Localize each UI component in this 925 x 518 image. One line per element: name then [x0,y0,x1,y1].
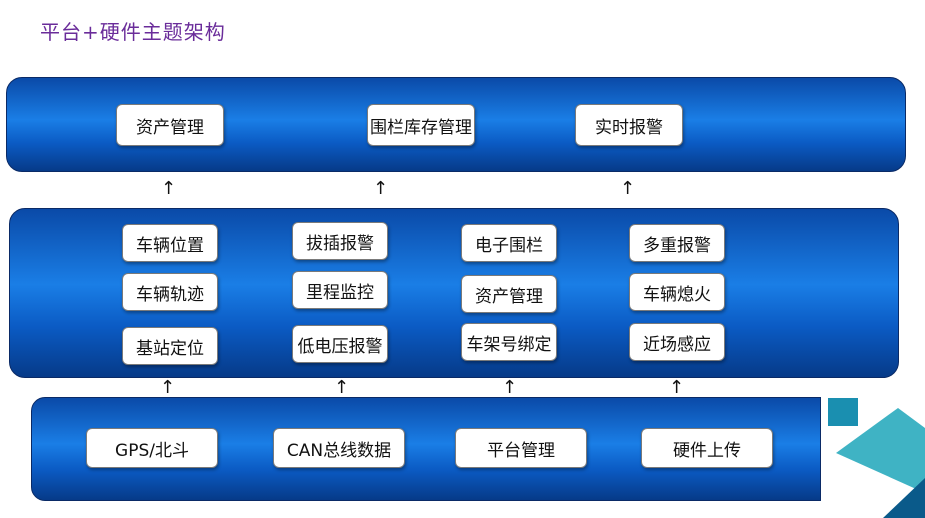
box-vin-binding: 车架号绑定 [461,323,557,361]
box-mileage-monitor: 里程监控 [292,271,388,309]
box-hardware-upload: 硬件上传 [641,428,773,468]
arrow-up: ↑ [334,377,350,398]
box-low-voltage-alarm: 低电压报警 [292,325,388,363]
box-can-bus-data: CAN总线数据 [273,428,405,468]
box-vehicle-track: 车辆轨迹 [122,273,218,311]
arrow-up: ↑ [161,178,177,199]
arrow-up: ↑ [502,377,518,398]
arrow-up: ↑ [620,178,636,199]
deco-teal-triangle [836,408,925,493]
diagram-title: 平台+硬件主题架构 [40,20,226,44]
box-vehicle-shutdown: 车辆熄火 [629,273,725,311]
deco-dark-triangle [883,478,925,518]
box-multi-alarm: 多重报警 [629,224,725,262]
box-nfc-sensing: 近场感应 [629,323,725,361]
box-vehicle-position: 车辆位置 [122,224,218,262]
box-base-station-location: 基站定位 [122,327,218,365]
box-asset-management-mid: 资产管理 [461,275,557,313]
box-fence-inventory-management: 围栏库存管理 [367,104,475,146]
box-platform-management: 平台管理 [455,428,587,468]
box-gps-beidou: GPS/北斗 [86,428,218,468]
box-realtime-alarm: 实时报警 [575,104,683,146]
box-asset-management-top: 资产管理 [116,104,224,146]
decorative-corner-shapes [828,398,925,518]
box-electronic-fence: 电子围栏 [461,224,557,262]
box-plug-alarm: 拔插报警 [292,222,388,260]
arrow-up: ↑ [669,377,685,398]
deco-square [828,398,858,426]
arrow-up: ↑ [373,178,389,199]
arrow-up: ↑ [160,377,176,398]
